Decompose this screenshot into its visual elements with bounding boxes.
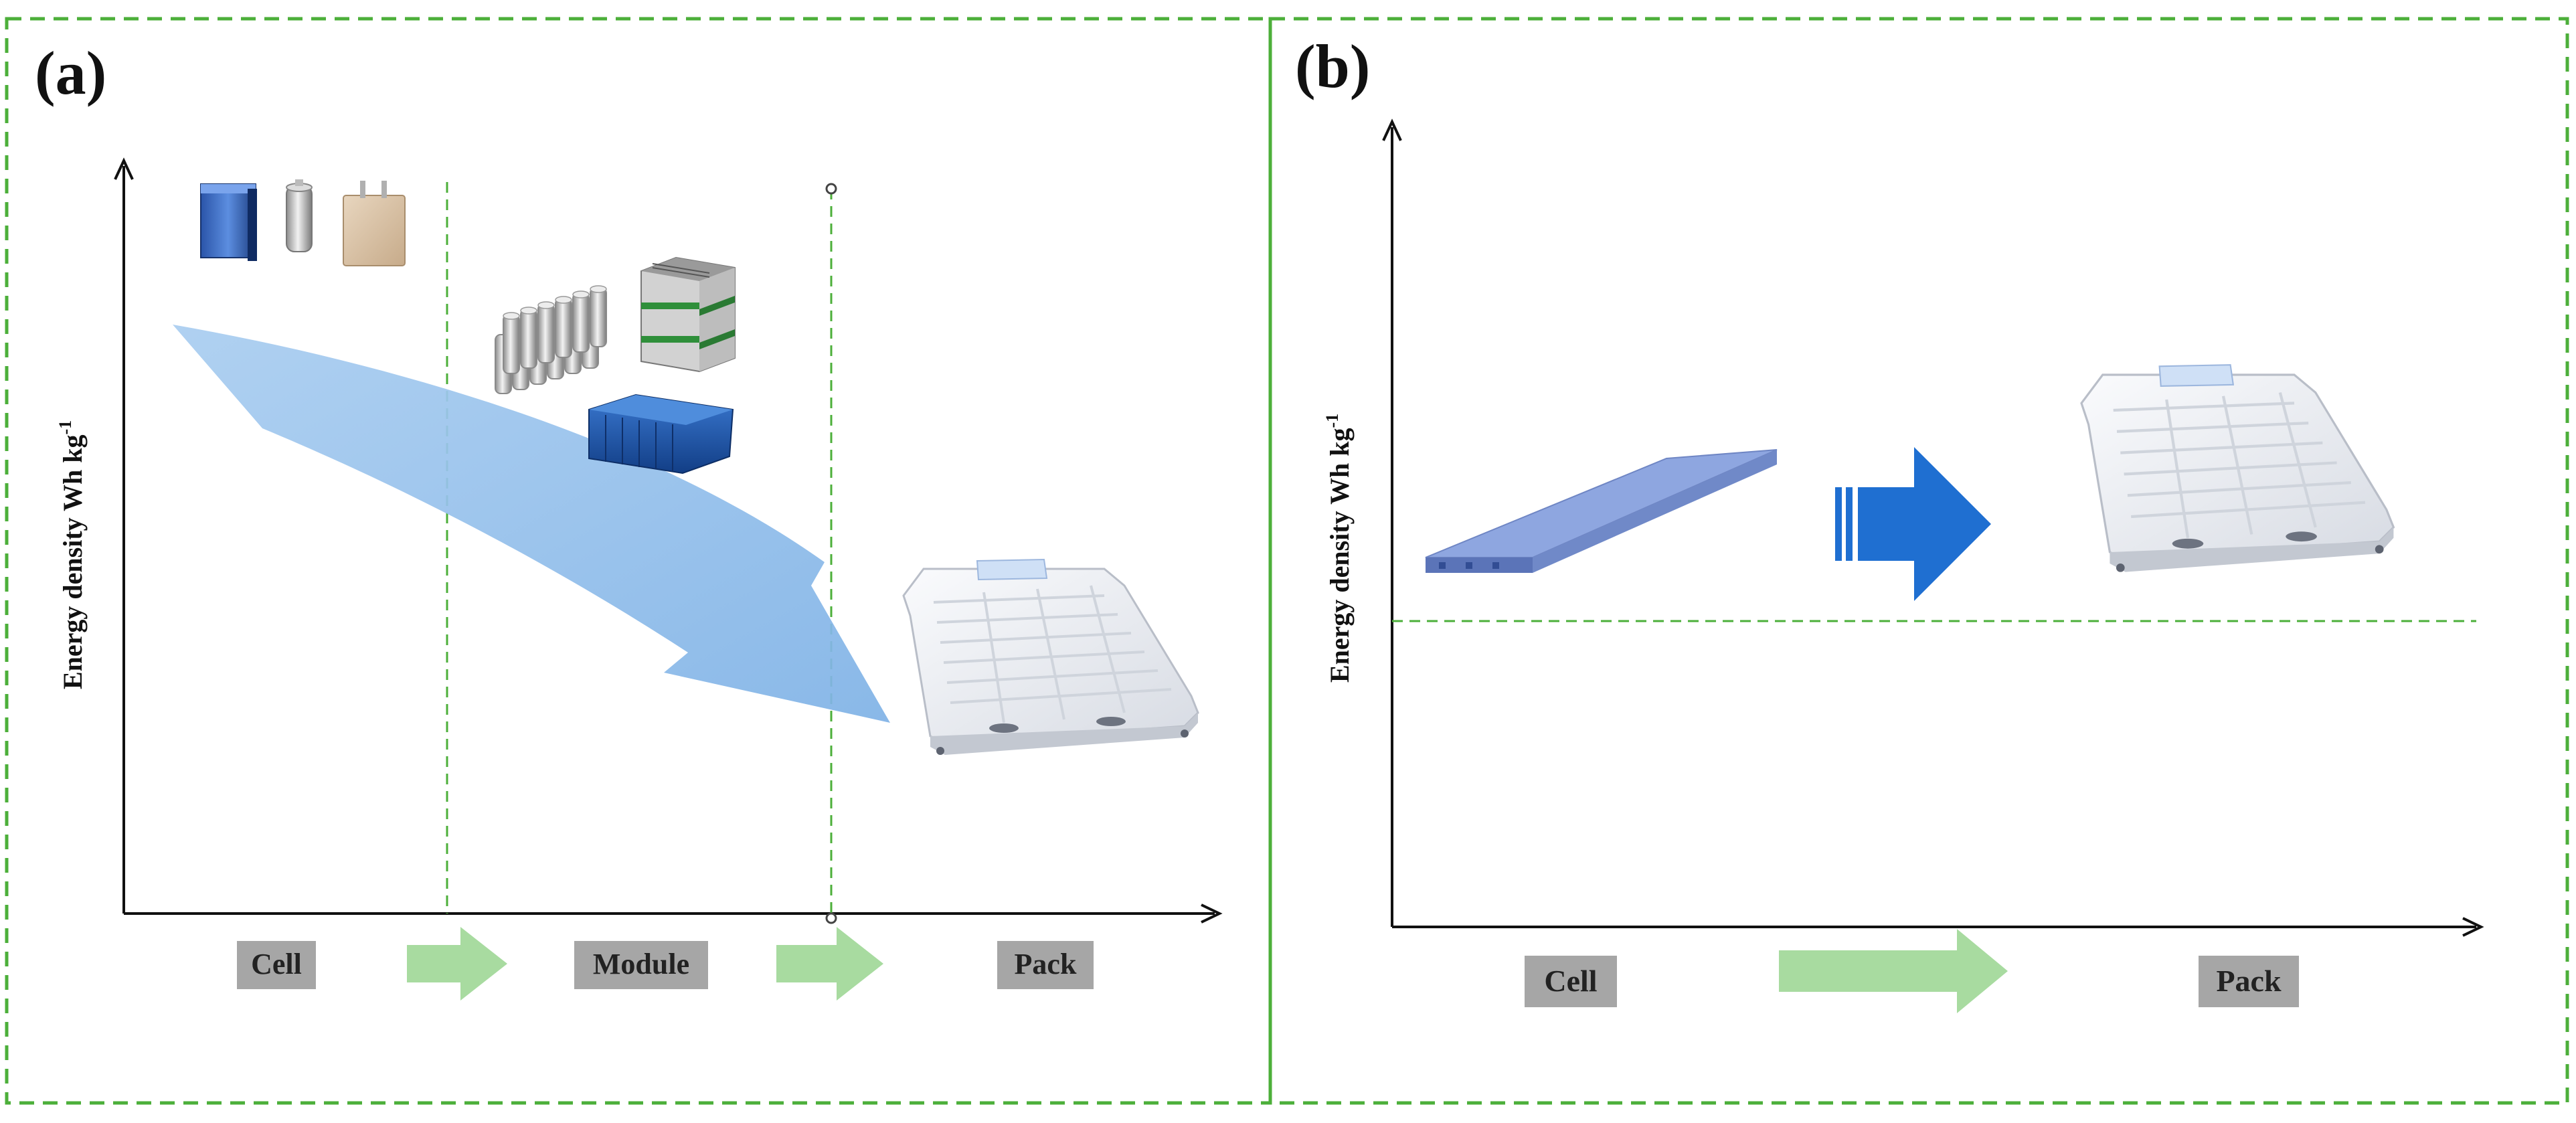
svg-text:Pack: Pack: [2216, 964, 2282, 998]
pouch-cell-icon: [343, 181, 406, 266]
svg-text:Cell: Cell: [1544, 964, 1597, 998]
svg-text:Cell: Cell: [251, 948, 302, 980]
prismatic-cell-icon: [200, 183, 257, 261]
panel-a-stage-module: Module: [574, 941, 708, 989]
cylindrical-cell-icon: [286, 179, 313, 252]
trend-arrow: [173, 325, 890, 723]
panel-a-stage-arrow-2: [776, 927, 883, 1001]
big-transition-arrow: [1835, 447, 1991, 601]
panel-a-stage-arrow-1: [407, 927, 507, 1001]
panel-b: (b) Energy density Wh kg-1: [1295, 32, 2484, 1013]
svg-text:Pack: Pack: [1015, 948, 1077, 980]
panel-b-stage-arrow: [1779, 929, 2008, 1013]
panel-a-stage-pack: Pack: [997, 941, 1094, 989]
panel-b-frame: [1268, 17, 2569, 1105]
stacked-module-icon: [640, 256, 736, 373]
panel-b-axes: [1382, 118, 2484, 937]
panel-a-label: (a): [35, 39, 106, 107]
panel-b-y-arrowhead: [1382, 118, 1402, 141]
panel-b-y-axis-title: Energy density Wh kg-1: [1322, 414, 1355, 683]
cylindrical-module-icon: [495, 285, 607, 394]
panel-b-x-arrowhead: [2462, 917, 2484, 937]
panel-a-axes: [114, 157, 1223, 924]
panel-b-stage-pack: Pack: [2199, 956, 2299, 1007]
svg-text:Module: Module: [593, 948, 689, 980]
panel-b-stage-cell: Cell: [1525, 956, 1617, 1007]
panel-a-y-arrowhead: [114, 157, 134, 180]
panel-a-stage-cell: Cell: [237, 941, 316, 989]
panel-a-y-axis-title: Energy density Wh kg-1: [56, 420, 88, 689]
blade-cell-icon: [1425, 449, 1778, 573]
battery-pack-icon: [2081, 365, 2393, 572]
panel-a: (a) Energy density Wh kg-1: [35, 39, 1223, 1001]
battery-pack-icon: [902, 558, 1199, 756]
panel-b-label: (b): [1295, 32, 1370, 100]
prismatic-module-icon: [588, 394, 734, 474]
divider-top-marker: [825, 183, 837, 195]
divider-bottom-marker: [825, 912, 837, 924]
panel-a-x-arrowhead: [1201, 903, 1223, 924]
